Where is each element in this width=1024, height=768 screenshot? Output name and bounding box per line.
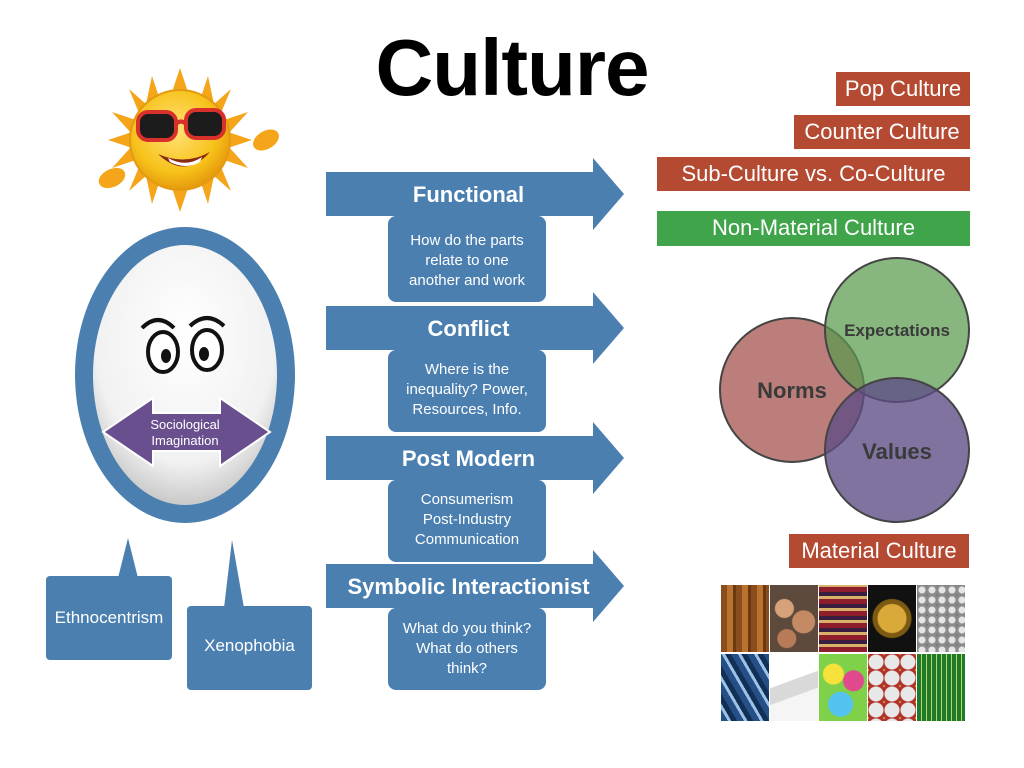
post-modern-arrow <box>326 422 624 562</box>
material-culture-tag-bg <box>789 534 969 568</box>
symbolic-interactionist-label: Symbolic Interactionist <box>347 574 590 599</box>
sociological-imagination-label: Sociological Imagination <box>150 417 220 448</box>
conflict-description: Where is the inequality? Power, Resource… <box>406 361 528 418</box>
sub-culture-tag: Sub-Culture vs. Co-Culture <box>681 161 946 186</box>
pop-culture-tag-bg <box>836 72 970 106</box>
sociological-imagination-arrow <box>101 396 272 468</box>
functional-arrow <box>326 158 624 302</box>
tile-circuit-board <box>917 654 965 721</box>
tile-ornament <box>868 585 916 652</box>
counter-culture-tag: Counter Culture <box>804 119 960 144</box>
ethnocentrism-bubble <box>46 538 172 660</box>
counter-culture-tag-bg <box>794 115 970 149</box>
tile-textile <box>819 585 867 652</box>
page-title: Culture <box>375 23 650 112</box>
material-culture-tag: Material Culture <box>801 538 957 563</box>
tile-metal <box>917 585 965 652</box>
venn-diagram <box>719 257 970 523</box>
conflict-arrow <box>326 292 624 432</box>
tile-wood <box>721 585 769 652</box>
pop-culture-tag: Pop Culture <box>844 76 962 101</box>
egg-face-icon <box>75 227 295 523</box>
ethnocentrism-label: Ethnocentrism <box>54 608 164 627</box>
xenophobia-label: Xenophobia <box>204 636 295 655</box>
venn-circle-values <box>824 377 970 523</box>
post-modern-label: Post Modern <box>401 446 536 471</box>
tile-cans <box>868 654 916 721</box>
tile-glass-building <box>721 654 769 721</box>
sun-with-sunglasses-icon <box>98 68 279 212</box>
post-modern-description: Consumerism Post-Industry Communication <box>414 491 520 548</box>
venn-label-norms: Norms <box>757 378 827 403</box>
conflict-label: Conflict <box>427 316 510 341</box>
non-material-culture-tag-bg <box>657 211 970 246</box>
tile-pottery <box>770 585 818 652</box>
sub-culture-tag-bg <box>657 157 970 191</box>
tile-cups <box>819 654 867 721</box>
symbolic-interactionist-arrow <box>326 550 624 690</box>
venn-label-expectations: Expectations <box>844 321 950 340</box>
functional-description: How do the parts relate to one another a… <box>409 232 525 289</box>
tile-paper <box>770 654 818 721</box>
functional-label: Functional <box>412 182 525 207</box>
xenophobia-bubble <box>187 540 312 690</box>
venn-label-values: Values <box>862 439 932 464</box>
symbolic-interactionist-description: What do you think? What do others think? <box>402 620 532 677</box>
non-material-culture-tag: Non-Material Culture <box>712 215 915 240</box>
